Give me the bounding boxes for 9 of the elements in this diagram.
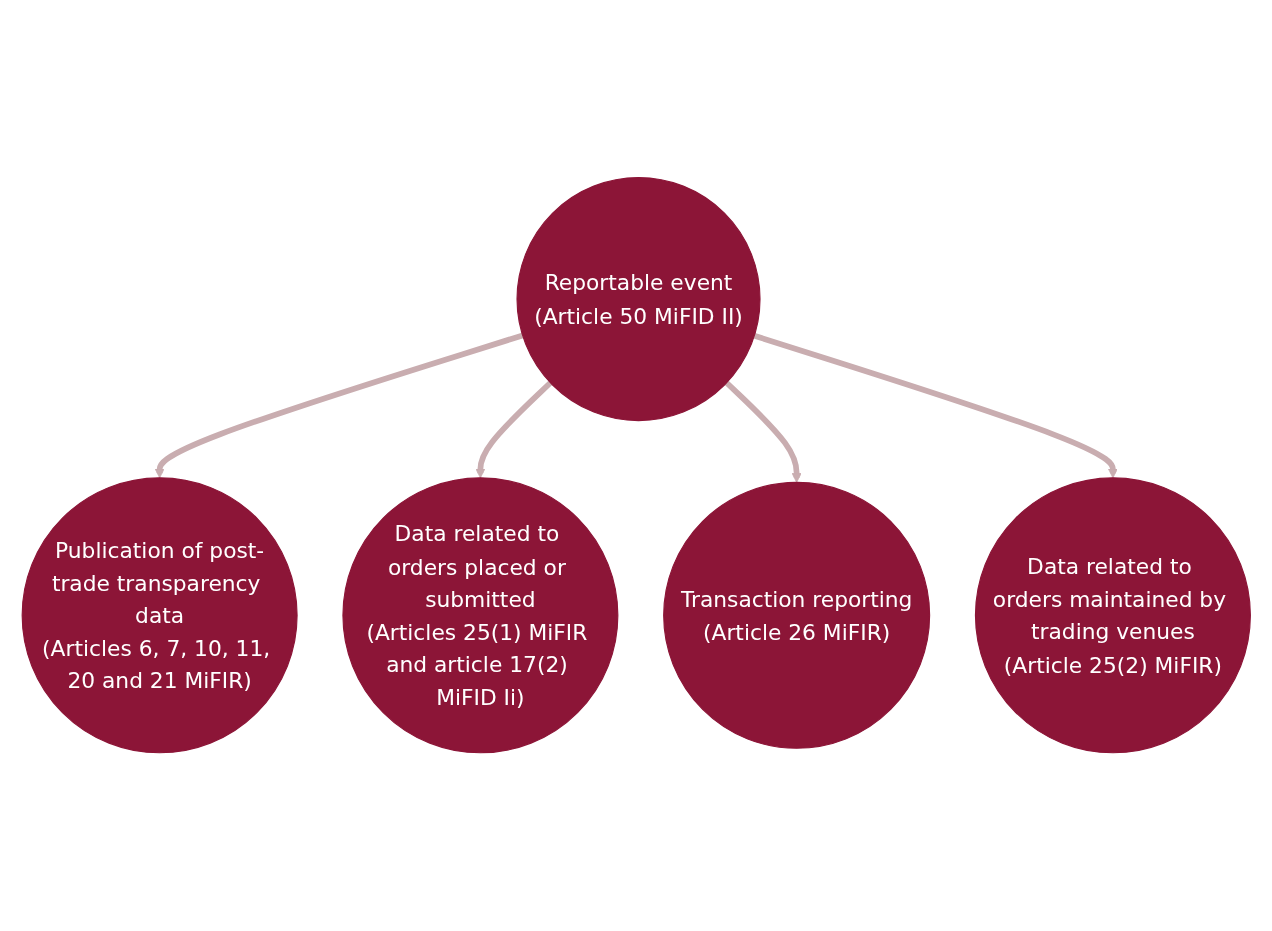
arrow xyxy=(724,380,802,484)
node-circle: Data related to orders placed or submitted (Articles 25(1) MiFIR and article 17(2) MiFID Ii) xyxy=(342,477,619,754)
node-circle: Data related to orders maintained by trading venues (Article 25(2) MiFIR) xyxy=(974,477,1251,754)
node-circle: Reportable event (Article 50 MiFID II) xyxy=(516,177,761,422)
node-circle: Publication of post-trade transparency data (Articles 6, 7, 10, 11, 20 and 21 MiFIR) xyxy=(21,477,298,754)
node-circle: Transaction reporting (Article 26 MiFIR) xyxy=(662,482,930,750)
arrow xyxy=(753,333,1118,479)
arrow xyxy=(154,333,524,479)
arrow xyxy=(475,380,553,479)
